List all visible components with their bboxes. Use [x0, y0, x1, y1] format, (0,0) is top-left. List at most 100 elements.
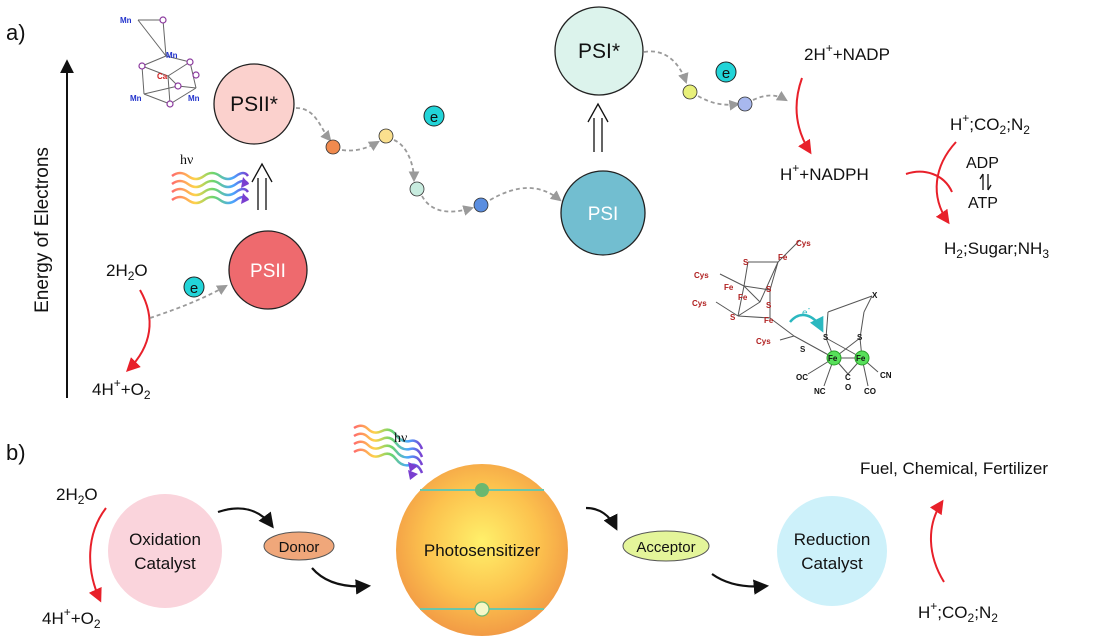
- cys-label: Cys: [694, 271, 709, 280]
- chain-arrow: [421, 195, 475, 216]
- iron-label: Fe: [738, 293, 748, 302]
- nadph-feed-arrow: [905, 170, 953, 193]
- ca-atom-label: Ca: [157, 72, 168, 81]
- reactants-label: H+;CO2;N2: [918, 599, 998, 625]
- oxidation-catalyst-node: [108, 494, 222, 608]
- chain-arrow: [489, 187, 562, 202]
- light-wave-icon: [353, 424, 424, 480]
- mn-atom-label: Mn: [130, 94, 142, 103]
- equilibrium-arrows-icon: [979, 173, 992, 191]
- fe-cluster-molecule: Cys Cys Cys Cys S S S S S S S Fe Fe Fe F…: [692, 239, 892, 396]
- psii-star-node: [213, 63, 295, 145]
- chain-arrow: [295, 107, 332, 142]
- donor-label: Donor: [279, 539, 320, 556]
- water-label: 2H2O: [106, 261, 148, 283]
- iron-label: Fe: [764, 316, 774, 325]
- oxygen-label: 4H++O2: [92, 376, 151, 402]
- electron-flow-arrow: [585, 506, 618, 531]
- panel-b-label: b): [6, 440, 26, 465]
- atp-label: ATP: [968, 195, 998, 212]
- nadp-label: 2H++NADP: [804, 41, 890, 64]
- excitation-arrow-psii: [251, 162, 273, 210]
- psii-node: [228, 230, 308, 310]
- bridge-atom-label: X: [872, 291, 878, 300]
- acceptor-node: [622, 530, 710, 562]
- chain-arrow: [643, 50, 689, 85]
- electron-label: e: [430, 109, 438, 126]
- mn-atom-label: Mn: [188, 94, 200, 103]
- electron-label: e: [190, 280, 198, 297]
- excitation-arrow-psi: [587, 102, 609, 152]
- chain-arrow: [752, 90, 788, 102]
- energy-axis-label: Energy of Electrons: [32, 147, 53, 313]
- hole-dot: [474, 601, 490, 617]
- electron-flow-arrow: [311, 567, 372, 595]
- electron-label: e: [722, 65, 730, 82]
- ligand-label: O: [845, 383, 851, 392]
- sulfur-label: S: [730, 313, 736, 322]
- iron-label: Fe: [828, 354, 838, 363]
- carrier-dot: [473, 197, 489, 213]
- reduction-catalyst-label: Reduction: [794, 530, 871, 549]
- ligand-label: C: [845, 373, 851, 382]
- electron-transfer-arrow: [149, 284, 228, 319]
- reduction-catalyst-label: Catalyst: [801, 554, 863, 573]
- nadph-label: H++NADPH: [780, 161, 869, 184]
- psi-node: [560, 170, 646, 256]
- ligand-label: CO: [864, 387, 876, 396]
- acceptor-label: Acceptor: [636, 539, 695, 556]
- sulfur-label: S: [743, 258, 749, 267]
- mn-atom-label: Mn: [166, 51, 178, 60]
- carrier-dot: [409, 181, 425, 197]
- sulfur-label: S: [857, 333, 863, 342]
- reactants-label: H+;CO2;N2: [950, 111, 1030, 137]
- product-formation-arrow: [935, 141, 957, 225]
- carrier-dot: [737, 96, 753, 112]
- chain-arrow: [341, 140, 380, 152]
- iron-label: Fe: [724, 283, 734, 292]
- water-label: 2H2O: [56, 485, 98, 507]
- sulfur-label: S: [800, 345, 806, 354]
- psi-star-label: PSI*: [578, 40, 620, 63]
- donor-node: [263, 531, 335, 561]
- excited-electron-dot: [475, 483, 489, 497]
- electron-icon: [423, 105, 445, 127]
- photosensitizer-label: Photosensitizer: [424, 541, 541, 560]
- mn-atom-label: Mn: [120, 16, 132, 25]
- psi-label: PSI: [588, 204, 619, 225]
- photosensitizer-node: [396, 464, 568, 636]
- electron-minus-label: e-: [802, 304, 811, 319]
- electron-icon: [183, 276, 205, 298]
- oxidation-catalyst-label: Catalyst: [134, 554, 196, 573]
- sulfur-label: S: [766, 301, 772, 310]
- products-label: Fuel, Chemical, Fertilizer: [860, 459, 1048, 478]
- sulfur-label: S: [766, 285, 772, 294]
- iron-label: Fe: [856, 354, 866, 363]
- reduction-catalyst-node: [777, 496, 887, 606]
- oxidation-catalyst-label: Oxidation: [129, 530, 201, 549]
- panel-a-label: a): [6, 20, 26, 45]
- carrier-dot: [682, 84, 698, 100]
- cys-label: Cys: [756, 337, 771, 346]
- product-formation-arrow: [929, 499, 945, 583]
- light-label: hν: [394, 431, 407, 446]
- light-label: hν: [180, 153, 193, 168]
- cys-label: Cys: [796, 239, 811, 248]
- products-label: H2;Sugar;NH3: [944, 239, 1049, 261]
- psii-label: PSII: [250, 261, 286, 282]
- ligand-label: OC: [796, 373, 808, 382]
- sulfur-label: S: [823, 333, 829, 342]
- water-oxidation-arrow: [88, 507, 107, 603]
- adp-label: ADP: [966, 155, 999, 172]
- ligand-label: CN: [880, 371, 892, 380]
- nadp-reduction-arrow: [795, 77, 812, 155]
- oxygen-label: 4H++O2: [42, 605, 101, 631]
- water-oxidation-arrow: [126, 289, 151, 372]
- hydrogenase-electron-arrow: [789, 313, 824, 333]
- electron-flow-arrow: [711, 573, 770, 595]
- carrier-dot: [378, 128, 394, 144]
- iron-label: Fe: [778, 253, 788, 262]
- carrier-dot: [325, 139, 341, 155]
